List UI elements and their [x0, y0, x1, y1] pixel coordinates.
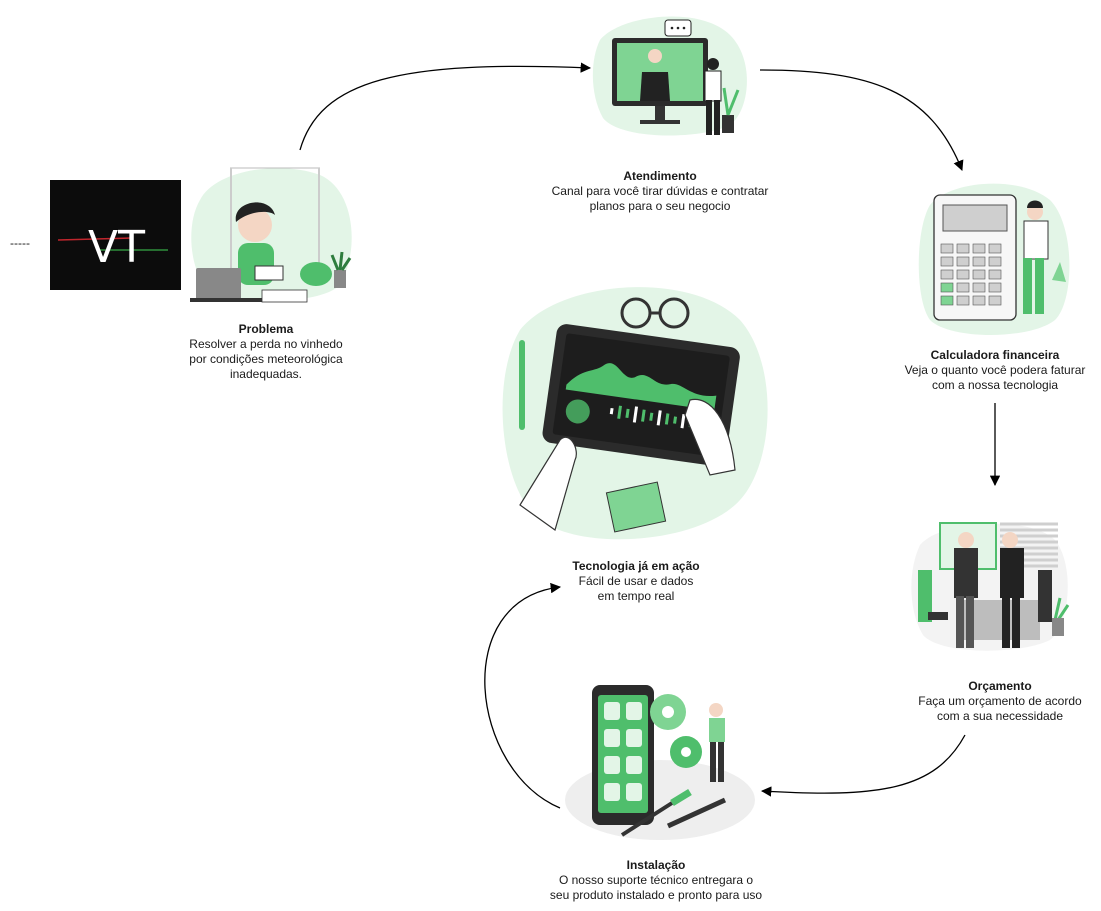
- calculator-key: [988, 256, 1002, 267]
- worried-woman-laptop-illustration: [190, 167, 352, 303]
- candle-mark: [625, 408, 630, 419]
- arrow-atendimento-to-calculadora: [759, 69, 964, 171]
- calculator-key: [972, 256, 986, 267]
- vt-logo-text: VT: [88, 222, 145, 273]
- calculator-key: [988, 269, 1002, 280]
- calculator-key: [956, 295, 970, 306]
- calculator-key: [940, 243, 954, 254]
- vt-logo-graphic: VT: [57, 222, 168, 273]
- candle-mark: [664, 413, 670, 425]
- handshake-meeting-illustration: [911, 522, 1070, 651]
- calculator-key: [940, 295, 954, 306]
- node-problema: Problema Resolver a perda no vinhedo por…: [178, 322, 354, 382]
- node-problema-desc: Resolver a perda no vinhedo por condiçõe…: [189, 337, 343, 381]
- calculator-key: [972, 295, 986, 306]
- calculator-key: [956, 256, 970, 267]
- candle-mark: [656, 410, 662, 426]
- app-icon: [604, 702, 620, 720]
- calculator-key: [972, 269, 986, 280]
- vt-logo: VT: [50, 180, 181, 290]
- calculator-key: [988, 282, 1002, 293]
- calculator-key: [988, 295, 1002, 306]
- node-orcamento: Orçamento Faça um orçamento de acordo co…: [900, 679, 1100, 724]
- phone-apps-gears-tools-illustration: [565, 685, 755, 840]
- candle-mark: [680, 414, 686, 429]
- app-icon: [626, 783, 642, 801]
- arrow-problema-to-atendimento: [299, 62, 592, 151]
- candle-mark: [632, 406, 639, 423]
- candle-mark: [617, 405, 622, 419]
- node-tecnologia: Tecnologia já em ação Fácil de usar e da…: [556, 559, 716, 604]
- arrow-instalacao-to-tecnologia: [484, 582, 562, 809]
- node-instalacao-title: Instalação: [626, 858, 686, 872]
- calculator-key: [956, 282, 970, 293]
- app-icon: [626, 729, 642, 747]
- node-tecnologia-desc: Fácil de usar e dados em tempo real: [578, 574, 694, 603]
- candle-mark: [641, 409, 646, 422]
- node-atendimento: Atendimento Canal para você tirar dúvida…: [540, 169, 780, 214]
- app-icon: [626, 756, 642, 774]
- calculator-key: [940, 269, 954, 280]
- node-calculadora-title: Calculadora financeira: [930, 348, 1060, 362]
- app-icon: [626, 702, 642, 720]
- calculator-key: [972, 243, 986, 254]
- calculator-key: [956, 243, 970, 254]
- candle-mark: [673, 416, 678, 424]
- calculator-key: [972, 282, 986, 293]
- video-call-support-illustration: [592, 16, 747, 136]
- app-icon: [604, 729, 620, 747]
- app-icon: [604, 783, 620, 801]
- node-orcamento-title: Orçamento: [968, 679, 1032, 693]
- calculator-key: [940, 256, 954, 267]
- node-atendimento-title: Atendimento: [623, 169, 697, 183]
- node-instalacao: Instalação O nosso suporte técnico entre…: [538, 858, 774, 903]
- candle-mark: [609, 407, 614, 415]
- node-calculadora: Calculadora financeira Veja o quanto voc…: [900, 348, 1090, 393]
- node-calculadora-desc: Veja o quanto você podera faturar com a …: [904, 363, 1086, 392]
- calculator-key: [940, 282, 954, 293]
- tablet-dashboard-charts-illustration: [502, 287, 768, 540]
- calculator-key: [956, 269, 970, 280]
- node-instalacao-desc: O nosso suporte técnico entregara o seu …: [549, 873, 763, 902]
- app-icon: [604, 756, 620, 774]
- node-atendimento-desc: Canal para você tirar dúvidas e contrata…: [551, 184, 769, 213]
- calculator-businessman-illustration: [918, 183, 1070, 335]
- calculator-key: [988, 243, 1002, 254]
- candle-mark: [649, 412, 654, 421]
- arrow-orcamento-to-instalacao: [760, 734, 966, 797]
- node-orcamento-desc: Faça um orçamento de acordo com a sua ne…: [918, 694, 1082, 723]
- node-tecnologia-title: Tecnologia já em ação: [572, 559, 700, 573]
- left-connector-dashes: -----: [10, 236, 30, 250]
- node-problema-title: Problema: [238, 322, 294, 336]
